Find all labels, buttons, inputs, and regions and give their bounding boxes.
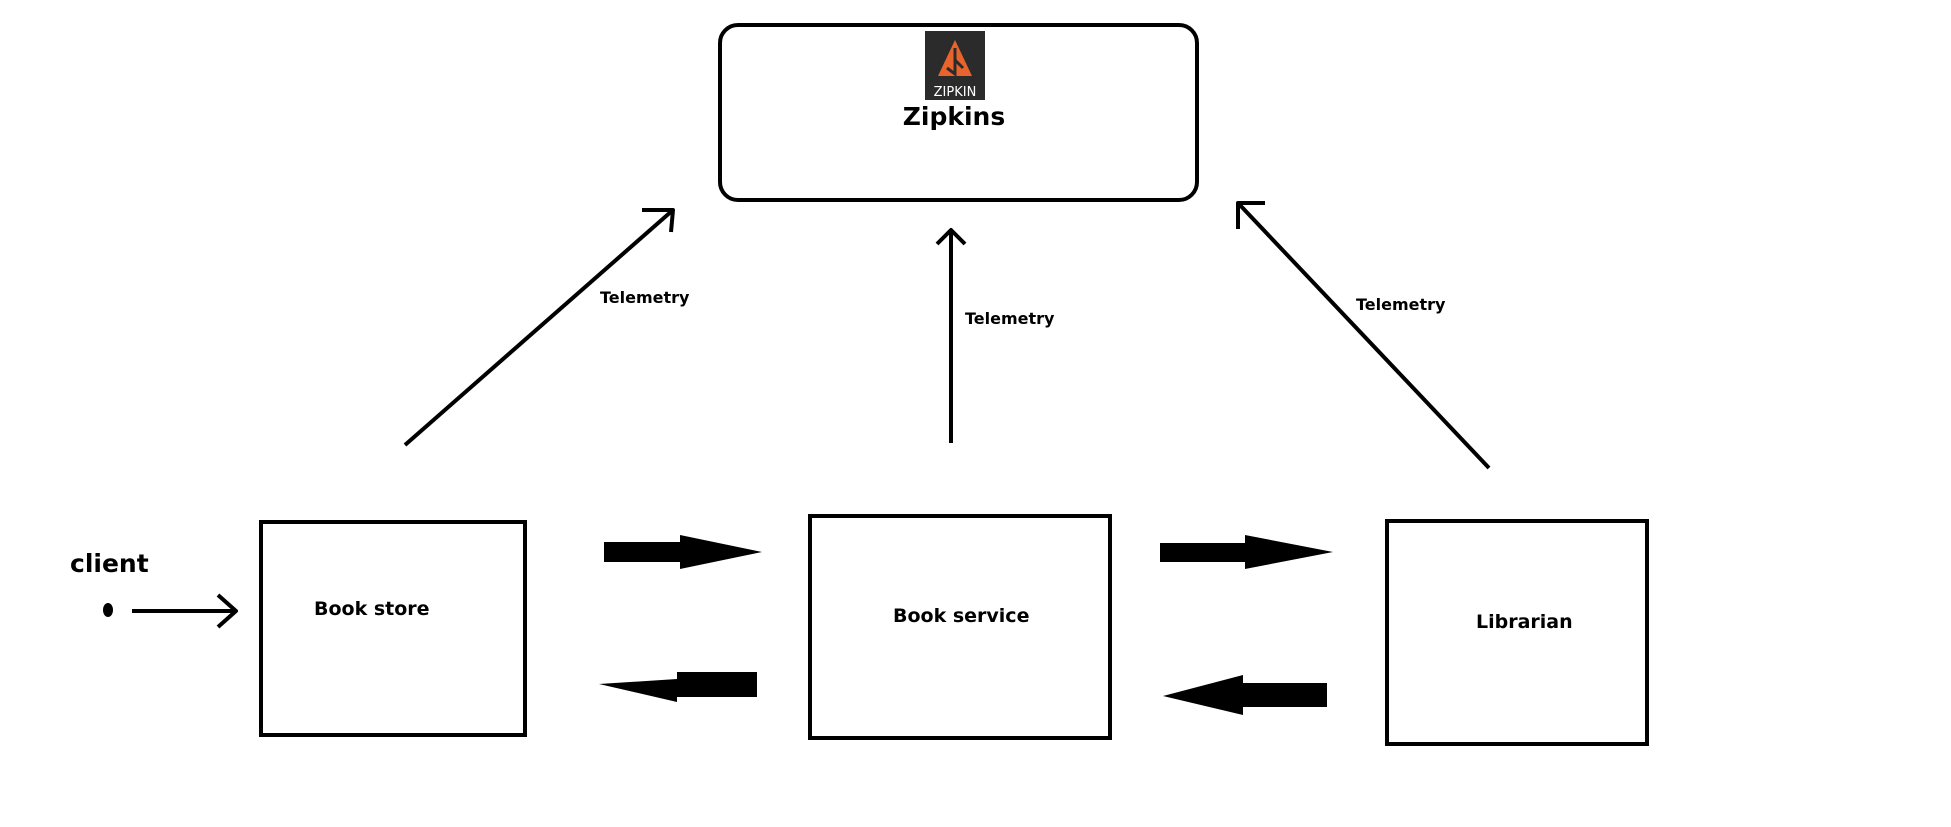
book-store-node: Book store <box>259 520 527 737</box>
telemetry-arrow-librarian: Telemetry <box>1236 201 1491 470</box>
telemetry-arrow-book-service: Telemetry <box>935 228 1055 443</box>
zipkin-label: Zipkins <box>903 102 1005 131</box>
librarian-node: Librarian <box>1385 519 1649 746</box>
librarian-box <box>1385 519 1649 746</box>
librarian-label: Librarian <box>1476 611 1573 633</box>
book-service-node: Book service <box>808 514 1112 740</box>
book-service-label: Book service <box>893 605 1029 627</box>
zipkin-node: ZIPKIN Zipkins <box>718 23 1199 202</box>
client-node: client <box>70 549 238 629</box>
zipkin-box <box>718 23 1199 202</box>
request-arrow-store-to-service <box>604 535 762 569</box>
telemetry-arrow-book-store: Telemetry <box>403 208 690 447</box>
client-dot <box>103 603 113 617</box>
zipkin-logo-icon: ZIPKIN <box>925 31 985 100</box>
client-label: client <box>70 549 149 578</box>
book-service-box <box>808 514 1112 740</box>
zipkin-logo-text: ZIPKIN <box>934 85 977 100</box>
book-store-label: Book store <box>314 598 430 620</box>
telemetry-label-librarian: Telemetry <box>1356 295 1446 314</box>
telemetry-label-book-service: Telemetry <box>965 309 1055 328</box>
response-arrow-service-to-store <box>599 672 757 702</box>
book-store-box <box>259 520 527 737</box>
telemetry-label-book-store: Telemetry <box>600 288 690 307</box>
request-arrow-service-to-librarian <box>1160 535 1333 569</box>
response-arrow-librarian-to-service <box>1163 675 1327 715</box>
